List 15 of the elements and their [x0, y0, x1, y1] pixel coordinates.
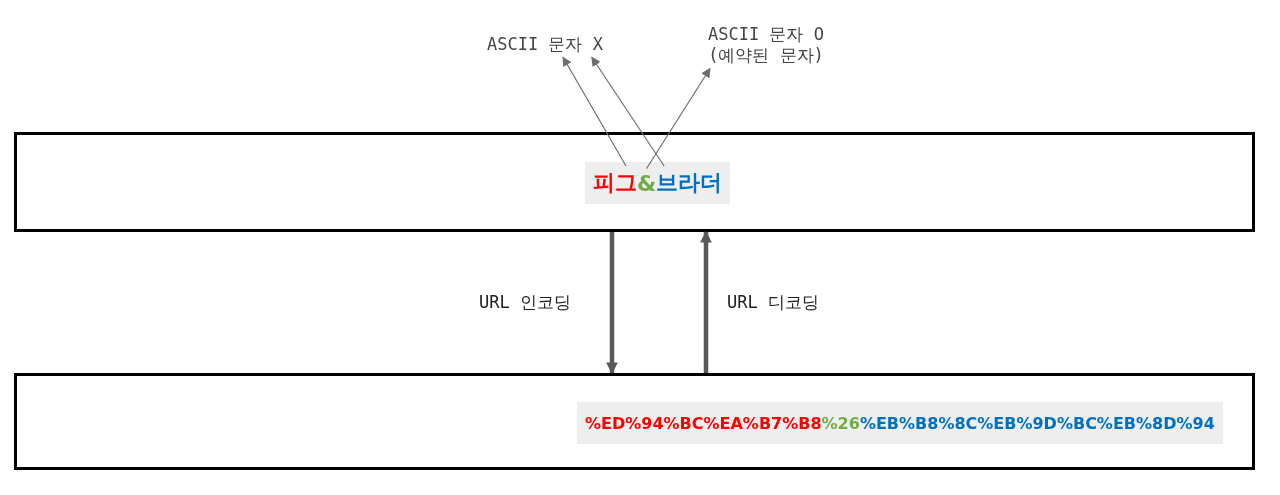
highlighted-text: %26	[821, 413, 860, 433]
highlighted-text: &	[637, 170, 657, 196]
highlighted-text: %EB%B8%8C%EB%9D%BC%EB%8D%94	[859, 413, 1215, 433]
url-box	[14, 373, 1255, 470]
annotation-text: ASCII 문자 O (예약된 문자)	[696, 24, 836, 67]
arrow	[700, 230, 712, 373]
arrow	[606, 232, 618, 375]
highlighted-text: 피그	[593, 168, 637, 198]
arrow	[646, 67, 711, 170]
url-box	[14, 132, 1255, 232]
annotation-text: ASCII 문자 X	[455, 34, 635, 56]
arrow	[591, 56, 665, 167]
arrow	[562, 56, 627, 167]
highlighted-text: %ED%94%BC%EA%B7%B8	[585, 413, 822, 433]
highlighted-text: 브라더	[656, 168, 723, 198]
